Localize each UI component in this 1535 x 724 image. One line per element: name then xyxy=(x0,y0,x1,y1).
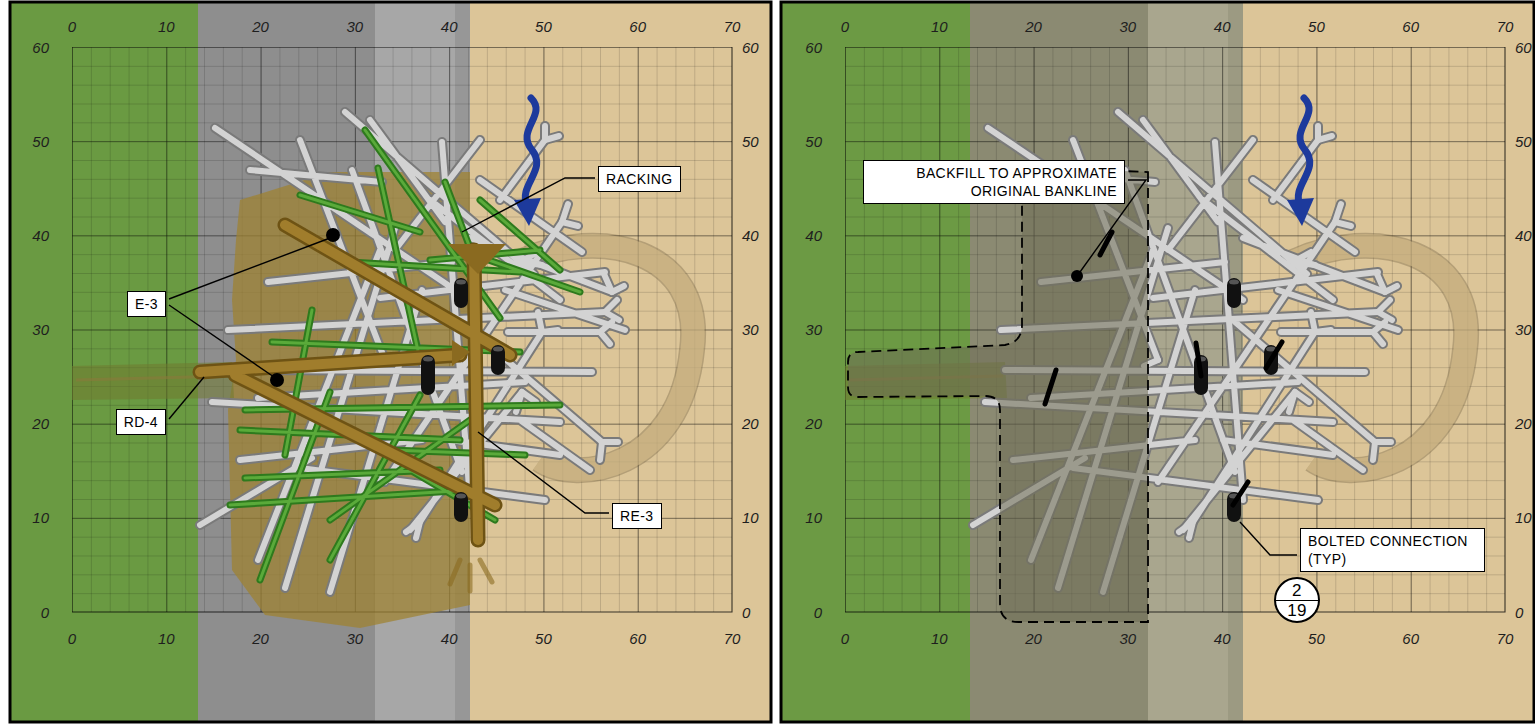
grid-coordinate: 70 xyxy=(1497,630,1514,647)
grid-coordinate: 60 xyxy=(1402,18,1419,35)
grid-coordinate: 40 xyxy=(742,227,759,244)
grid-coordinate: 20 xyxy=(805,415,822,432)
grid-coordinate: 0 xyxy=(68,18,76,35)
grid-coordinate: 50 xyxy=(1515,133,1532,150)
grid-coordinate: 10 xyxy=(32,509,49,526)
note-box: BACKFILL TO APPROXIMATE ORIGINAL BANKLIN… xyxy=(863,160,1125,204)
grid-coordinate: 30 xyxy=(32,321,49,338)
grid-coordinate: 20 xyxy=(252,18,269,35)
grid-coordinate: 70 xyxy=(724,18,741,35)
grid-coordinate: 60 xyxy=(805,39,822,56)
grid-coordinate: 60 xyxy=(742,39,759,56)
grid-coordinate: 60 xyxy=(1515,39,1532,56)
grid-coordinate: 30 xyxy=(805,321,822,338)
grid-coordinate: 30 xyxy=(1120,630,1137,647)
callout-text: BACKFILL TO APPROXIMATE ORIGINAL BANKLIN… xyxy=(871,164,1117,200)
grid-coordinate: 20 xyxy=(1515,415,1532,432)
grid-coordinate: 0 xyxy=(1515,604,1523,621)
grid-coordinate: 40 xyxy=(441,630,458,647)
grid-coordinate: 10 xyxy=(931,630,948,647)
callout-text: RE-3 xyxy=(620,507,654,525)
grid-coordinate: 50 xyxy=(32,133,49,150)
grid-coordinate: 0 xyxy=(814,604,822,621)
grid-coordinate: 40 xyxy=(441,18,458,35)
grid-coordinate: 40 xyxy=(1214,18,1231,35)
grid-coordinate: 60 xyxy=(629,18,646,35)
grid-coordinate: 40 xyxy=(1515,227,1532,244)
grid-coordinate: 50 xyxy=(742,133,759,150)
grid-coordinate: 10 xyxy=(931,18,948,35)
grid-coordinate: 60 xyxy=(32,39,49,56)
grid-coordinate: 30 xyxy=(347,630,364,647)
grid-coordinate: 10 xyxy=(1515,509,1532,526)
grid-coordinate: 50 xyxy=(1308,18,1325,35)
grid-coordinate: 40 xyxy=(32,227,49,244)
grid-coordinate: 40 xyxy=(1214,630,1231,647)
grid-coordinate: 20 xyxy=(1025,630,1042,647)
callout-text: 19 xyxy=(1276,601,1318,620)
grid-coordinate: 40 xyxy=(805,227,822,244)
grid-coordinate: 50 xyxy=(535,630,552,647)
grid-coordinate: 30 xyxy=(1515,321,1532,338)
grid-coordinate: 10 xyxy=(158,18,175,35)
section-marker: 219 xyxy=(1274,577,1320,623)
callout-box: E-3 xyxy=(127,291,166,317)
grid-coordinate: 20 xyxy=(1025,18,1042,35)
callout-box: RD-4 xyxy=(116,409,166,435)
callout-box: RE-3 xyxy=(612,503,662,529)
grid-coordinate: 10 xyxy=(742,509,759,526)
grid-coordinate: 60 xyxy=(629,630,646,647)
grid-coordinate: 20 xyxy=(252,630,269,647)
grid-coordinate: 70 xyxy=(724,630,741,647)
grid-coordinate: 10 xyxy=(158,630,175,647)
grid-coordinate: 20 xyxy=(742,415,759,432)
grid-coordinate: 70 xyxy=(1497,18,1514,35)
callout-text: E-3 xyxy=(135,295,158,313)
grid-coordinate: 60 xyxy=(1402,630,1419,647)
callout-box: RACKING xyxy=(598,166,681,192)
grid-coordinate: 30 xyxy=(347,18,364,35)
callout-text: RD-4 xyxy=(124,413,158,431)
grid-coordinate: 50 xyxy=(805,133,822,150)
grid-coordinate: 0 xyxy=(68,630,76,647)
grid-coordinate: 50 xyxy=(1308,630,1325,647)
grid-coordinate: 30 xyxy=(1120,18,1137,35)
callout-text: 2 xyxy=(1276,581,1318,601)
grid-coordinate: 0 xyxy=(841,630,849,647)
callout-text: BOLTED CONNECTION (TYP) xyxy=(1308,532,1477,568)
callout-text: RACKING xyxy=(606,170,673,188)
grid-coordinate: 30 xyxy=(742,321,759,338)
grid-coordinate: 10 xyxy=(805,509,822,526)
grid-coordinate: 0 xyxy=(41,604,49,621)
grid-coordinate: 0 xyxy=(742,604,750,621)
grid-coordinate: 50 xyxy=(535,18,552,35)
grid-coordinate: 0 xyxy=(841,18,849,35)
grid-coordinate: 20 xyxy=(32,415,49,432)
note-box: BOLTED CONNECTION (TYP) xyxy=(1300,528,1485,572)
